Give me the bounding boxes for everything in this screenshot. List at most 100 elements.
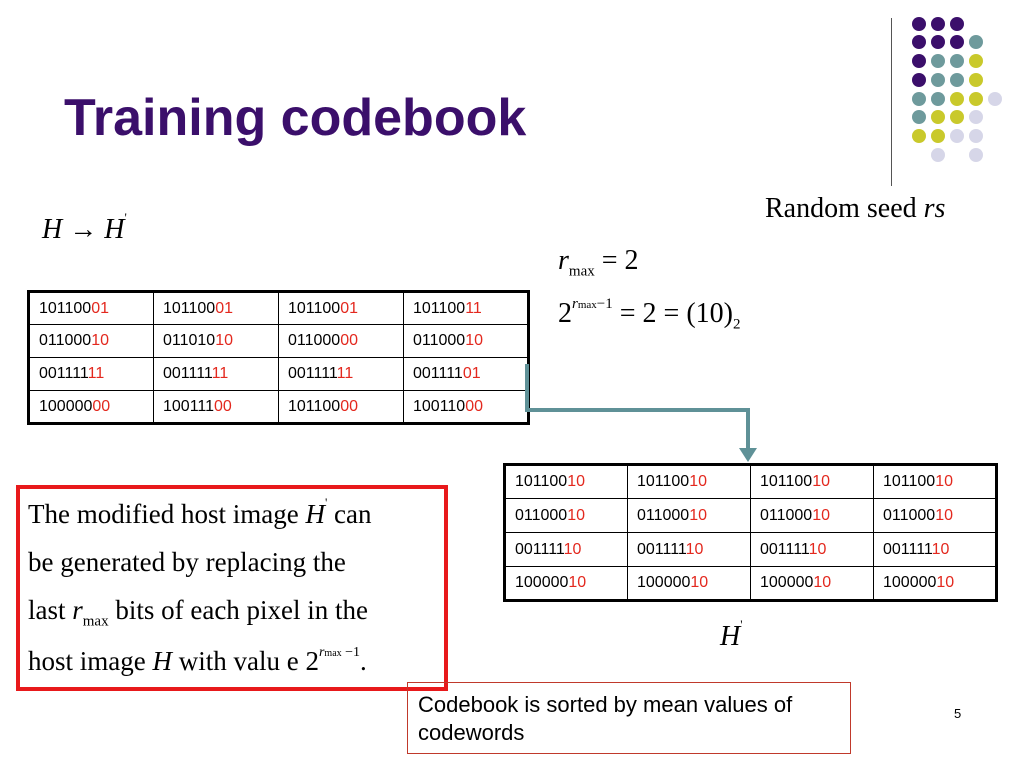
original-cell-low-bits: 00 <box>465 397 483 415</box>
modified-cell-high-bits: 100000 <box>515 574 569 591</box>
formula-power-exponent: rmax−1 <box>572 296 613 312</box>
original-cell-low-bits: 01 <box>215 299 233 317</box>
original-cell-high-bits: 100110 <box>413 397 466 415</box>
formula-rmax-value: = 2 <box>601 245 639 276</box>
original-cell-high-bits: 001111 <box>163 365 212 382</box>
modified-cell-low-bits: 10 <box>690 574 709 591</box>
original-cell-high-bits: 100000 <box>39 397 93 415</box>
modified-cell: 01100010 <box>873 498 997 533</box>
original-cell-low-bits: 10 <box>215 332 233 349</box>
decor-dot <box>969 148 983 162</box>
modified-cell-low-bits: 10 <box>813 574 832 591</box>
explanation-prime: ' <box>324 495 328 510</box>
decor-dot <box>950 17 964 31</box>
decor-dot <box>969 92 983 106</box>
formula-power-exp-rest: −1 <box>596 295 613 312</box>
modified-cell: 10000010 <box>873 566 997 601</box>
original-cell: 10110011 <box>403 291 529 325</box>
original-cell-low-bits: 01 <box>340 299 358 317</box>
modified-cell-low-bits: 10 <box>689 506 707 524</box>
original-cell-high-bits: 101100 <box>39 299 92 317</box>
explanation-line-4: host image H with valu e 2rmax −1. <box>28 645 367 677</box>
modified-cell: 01100010 <box>627 498 751 533</box>
modified-cell-low-bits: 10 <box>567 473 585 490</box>
original-cell: 01100000 <box>278 324 404 358</box>
explanation-line-3: last rmax bits of each pixel in the <box>28 595 368 630</box>
decor-dot <box>931 35 945 49</box>
original-cell: 10000000 <box>28 390 154 424</box>
explanation-box: The modified host image H' can be genera… <box>16 485 448 691</box>
original-cell: 01100010 <box>28 324 154 358</box>
original-cell-low-bits: 00 <box>92 397 111 415</box>
original-cell-high-bits: 011000 <box>413 332 466 349</box>
decor-dot <box>912 73 926 87</box>
modified-table-label: H' <box>720 617 743 653</box>
original-cell: 00111111 <box>278 357 404 391</box>
modified-cell-high-bits: 101100 <box>760 473 813 490</box>
explanation-text: last <box>28 595 73 625</box>
modified-cell: 00111110 <box>750 532 874 567</box>
explanation-sub-max: max <box>82 613 109 630</box>
modified-cell-high-bits: 101100 <box>515 473 568 490</box>
decor-dot <box>931 54 945 68</box>
formula-rmax-sub: max <box>568 263 595 280</box>
modified-cell-low-bits: 10 <box>568 574 587 591</box>
decor-dot <box>912 17 926 31</box>
decor-dot <box>931 110 945 124</box>
modified-table-label-var: H <box>720 621 741 652</box>
original-cell: 00111111 <box>153 357 279 391</box>
original-cell-high-bits: 100111 <box>163 397 215 415</box>
original-cell-high-bits: 011010 <box>163 332 216 349</box>
decor-dot <box>988 92 1002 106</box>
original-cell-high-bits: 001111 <box>413 365 463 382</box>
explanation-text: The modified host image <box>28 499 306 529</box>
decor-dot <box>912 35 926 49</box>
original-cell: 00111101 <box>403 357 529 391</box>
modified-cell-high-bits: 001111 <box>515 540 564 558</box>
decor-dot <box>969 110 983 124</box>
explanation-text: . <box>360 646 367 676</box>
modified-cell: 00111110 <box>504 532 628 567</box>
formula-rmax: rmax = 2 <box>558 245 639 281</box>
decor-dot <box>950 129 964 143</box>
modified-cell-high-bits: 001111 <box>883 540 932 558</box>
decor-dot <box>969 73 983 87</box>
modified-cell: 10000010 <box>750 566 874 601</box>
original-cell: 01100010 <box>403 324 529 358</box>
explanation-exp-rest: −1 <box>341 645 361 660</box>
explanation-line-2: be generated by replacing the <box>28 547 346 577</box>
decor-dot <box>931 17 945 31</box>
original-cell-high-bits: 101100 <box>413 299 466 317</box>
original-cell-high-bits: 101100 <box>288 397 341 415</box>
original-cell-high-bits: 101100 <box>163 299 216 317</box>
original-cell-low-bits: 11 <box>211 365 229 382</box>
explanation-text: can <box>327 499 372 529</box>
modified-cell-high-bits: 011000 <box>883 506 936 524</box>
modified-cell: 10110010 <box>504 464 628 499</box>
modified-cell-high-bits: 101100 <box>637 473 690 490</box>
modified-cell-low-bits: 10 <box>689 473 707 490</box>
explanation-line-1: The modified host image H' can <box>28 495 372 530</box>
modified-cell-high-bits: 100000 <box>883 574 937 591</box>
original-cell-high-bits: 001111 <box>39 365 88 382</box>
page-number: 5 <box>954 706 962 721</box>
original-cell-low-bits: 11 <box>87 365 105 382</box>
connector-arrow-line <box>525 364 750 450</box>
decor-dot <box>912 54 926 68</box>
decor-dot <box>931 73 945 87</box>
explanation-var-h: H <box>305 499 325 529</box>
modified-cell: 10110010 <box>873 464 997 499</box>
mapping-arrow: → <box>69 214 98 245</box>
decor-dot <box>950 92 964 106</box>
modified-cell: 01100010 <box>750 498 874 533</box>
explanation-exp-r: r <box>318 645 325 660</box>
original-cell-high-bits: 001111 <box>288 365 337 382</box>
decor-dot <box>950 35 964 49</box>
original-cell-low-bits: 00 <box>340 397 358 415</box>
